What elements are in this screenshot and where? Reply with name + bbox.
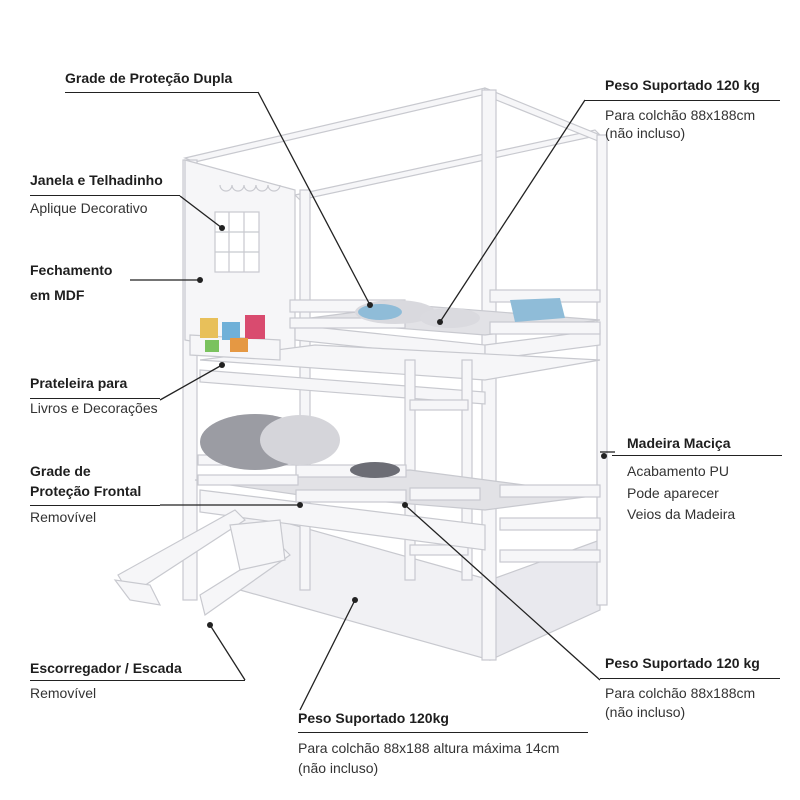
callout-escorregador-title: Escorregador / Escada — [30, 660, 182, 676]
callout-fechamento-title-1: Fechamento — [30, 262, 113, 278]
callout-madeira-sub-2: Pode aparecer — [627, 485, 719, 501]
callout-peso-bottom-title: Peso Suportado 120 kg — [605, 655, 760, 671]
divider — [65, 92, 258, 93]
callout-peso-top-sub-1: Para colchão 88x188cm — [605, 107, 756, 123]
callout-madeira-title: Madeira Maciça — [627, 435, 731, 451]
divider — [30, 195, 180, 196]
callout-grade-frontal-title-2: Proteção Frontal — [30, 483, 142, 499]
callout-madeira-sub-1: Acabamento PU — [627, 463, 729, 479]
callout-fechamento-title-2: em MDF — [30, 287, 85, 303]
divider — [298, 732, 588, 733]
callout-grade-frontal-sub: Removível — [30, 509, 97, 525]
callout-peso-top-sub-2: (não incluso) — [605, 125, 686, 141]
divider — [30, 505, 160, 506]
divider — [600, 678, 780, 679]
callout-madeira-sub-3: Veios da Madeira — [627, 506, 736, 522]
callout-escorregador-sub: Removível — [30, 685, 97, 701]
callout-janela-sub: Aplique Decorativo — [30, 200, 148, 216]
divider — [30, 398, 160, 399]
callout-prateleira-sub: Livros e Decorações — [30, 400, 158, 416]
callout-peso-bottom-sub-1: Para colchão 88x188cm — [605, 685, 756, 701]
callout-janela-title: Janela e Telhadinho — [30, 172, 163, 188]
divider — [30, 680, 245, 681]
callout-peso-trundle-sub-2: (não incluso) — [298, 760, 379, 776]
callout-grade-dupla-title: Grade de Proteção Dupla — [65, 70, 233, 86]
divider — [585, 100, 780, 101]
callout-grade-frontal-title-1: Grade de — [30, 463, 91, 479]
callout-prateleira-title: Prateleira para — [30, 375, 128, 391]
divider — [612, 455, 782, 456]
callout-peso-top-title: Peso Suportado 120 kg — [605, 77, 760, 93]
callout-peso-trundle-sub-1: Para colchão 88x188 altura máxima 14cm — [298, 740, 560, 756]
callout-peso-trundle-title: Peso Suportado 120kg — [298, 710, 449, 726]
callout-peso-bottom-sub-2: (não incluso) — [605, 704, 686, 720]
